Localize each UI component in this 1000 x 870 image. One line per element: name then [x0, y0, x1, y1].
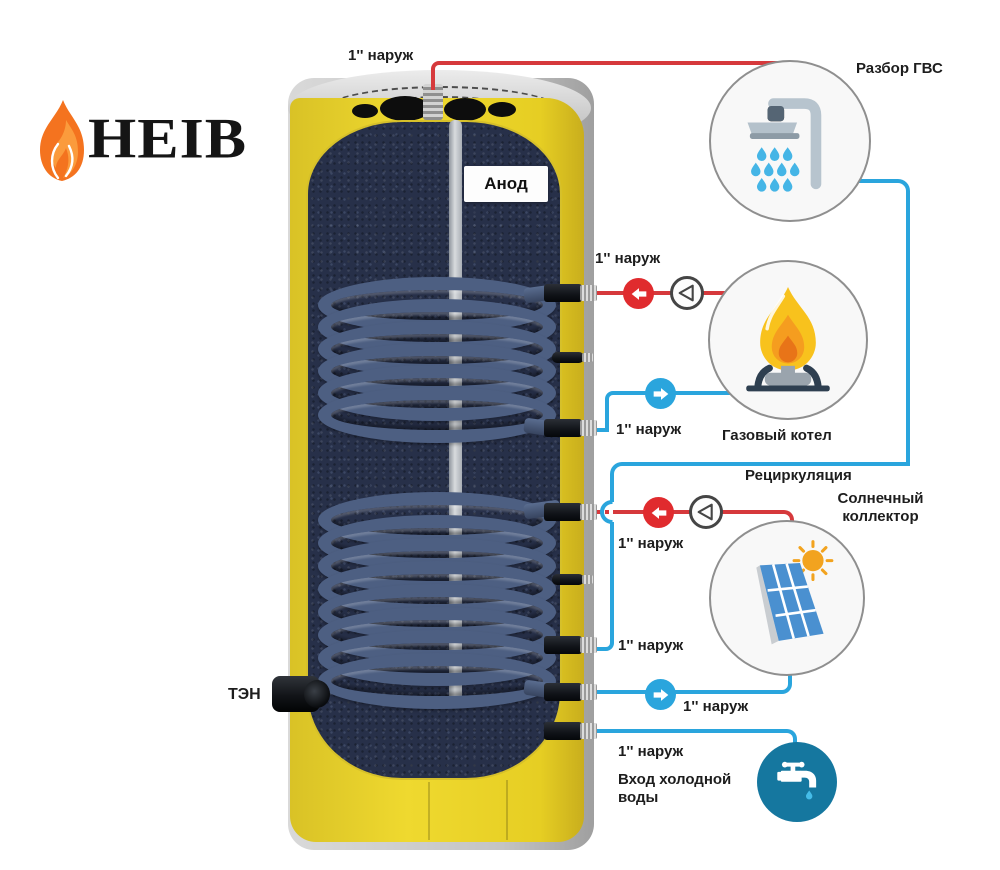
tank-seam	[506, 780, 508, 840]
recirculation-line	[610, 522, 614, 630]
port-solar-return	[544, 683, 582, 701]
coil-loop	[318, 653, 556, 709]
gas-boiler-node	[708, 260, 868, 420]
port-gas-return	[544, 419, 582, 437]
port-gas-supply-thread	[580, 285, 597, 301]
port-recirculation	[544, 636, 582, 654]
tank-cut-shadow	[352, 104, 378, 118]
tank-cut-shadow	[488, 102, 516, 117]
flow-arrow-left-icon	[643, 497, 674, 528]
pump-icon	[689, 495, 723, 529]
dhw-node	[709, 60, 871, 222]
solar-panel-icon	[728, 537, 846, 660]
label-heating-element: ТЭН	[228, 686, 261, 703]
port-sensor-thread	[582, 575, 593, 584]
flow-arrow-right-icon	[645, 378, 676, 409]
port-recirculation-thread	[580, 637, 597, 653]
label-solar-return-port: 1'' наруж	[683, 698, 749, 715]
recirculation-line	[597, 630, 614, 651]
label-recirculation-port: 1'' наруж	[618, 637, 684, 654]
port-cold-inlet	[544, 722, 582, 740]
flow-arrow-left-icon	[623, 278, 654, 309]
port-sensor	[552, 574, 584, 585]
tank-cut-shadow	[444, 98, 486, 121]
solar-return-line	[597, 668, 792, 694]
label-dhw: Разбор ГВС	[856, 60, 943, 77]
gas-supply-line	[597, 291, 740, 295]
label-solar-supply-port: 1'' наруж	[618, 535, 684, 552]
label-recirculation: Рециркуляция	[745, 467, 852, 484]
label-gas-return-port: 1'' наруж	[616, 421, 682, 438]
heating-element-cap	[304, 680, 330, 708]
label-cold-inlet-port: 1'' наруж	[618, 743, 684, 760]
label-gas-supply-port: 1'' наруж	[595, 250, 661, 267]
gas-return-line	[597, 428, 609, 432]
anode-label-tag: Анод	[464, 166, 548, 202]
recirculation-line	[610, 462, 910, 502]
label-solar-collector: Солнечный коллектор	[837, 490, 924, 525]
port-solar-return-thread	[580, 684, 597, 700]
faucet-icon	[768, 751, 826, 814]
flow-arrow-right-icon	[645, 679, 676, 710]
shower-icon	[731, 80, 849, 203]
port-solar-supply	[544, 503, 582, 521]
tank-top-port	[423, 84, 443, 120]
port-cold-inlet-thread	[580, 723, 597, 739]
gas-burner-icon	[730, 280, 846, 401]
anode-label: Анод	[484, 174, 528, 193]
port-gas-return-thread	[580, 420, 597, 436]
pipe-crossing-hop	[600, 500, 613, 524]
label-cold-water: Вход холодной воды	[618, 771, 732, 806]
cold-water-node	[757, 742, 837, 822]
tank-cut-shadow	[380, 96, 430, 121]
tank-seam	[428, 782, 430, 840]
dhw-supply-line	[431, 61, 780, 90]
brand-name: HEIB	[88, 107, 248, 171]
label-gas-boiler: Газовый котел	[722, 427, 832, 444]
recirculation-line	[848, 179, 910, 464]
pump-icon	[670, 276, 704, 310]
solar-collector-node	[709, 520, 865, 676]
port-gas-supply	[544, 284, 582, 302]
cold-inlet-line	[597, 729, 797, 748]
port-solar-supply-thread	[580, 504, 597, 520]
coil-loop	[318, 387, 556, 443]
label-top-port: 1'' наруж	[348, 47, 414, 64]
port-sensor	[552, 352, 584, 363]
port-sensor-thread	[582, 353, 593, 362]
flame-icon	[36, 98, 88, 182]
